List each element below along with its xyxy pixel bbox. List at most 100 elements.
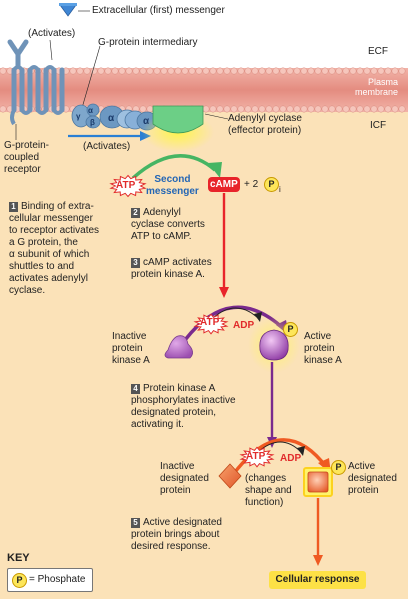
phospholipid-head [0, 67, 7, 75]
kinase-atp-arrowhead [254, 312, 262, 322]
phospholipid-head [97, 67, 105, 75]
phospholipid-head [104, 67, 112, 75]
active-designated-label: Active designated protein [348, 461, 397, 496]
phospholipid-head [335, 67, 343, 75]
phospholipid-head [321, 67, 329, 75]
phospholipid-head [174, 67, 182, 75]
phospholipid-head [370, 105, 378, 113]
phospholipid-head [384, 105, 392, 113]
inactive-kinase-label: Inactive protein kinase A [112, 331, 150, 366]
phospholipid-head [160, 67, 168, 75]
phospholipid-head [216, 105, 224, 113]
active-designated-icon [307, 471, 329, 493]
key-phosphate-icon: P [12, 573, 27, 588]
activates-label-2: (Activates) [83, 141, 131, 152]
key-title: KEY [7, 552, 30, 564]
phospholipid-head [363, 67, 371, 75]
phospholipid-head [265, 105, 273, 113]
phospholipid-head [0, 105, 7, 113]
phospholipid-head [286, 67, 294, 75]
activates-1-leader [49, 39, 53, 61]
cyclase-leader [204, 113, 229, 120]
step-1-text: Binding of extra- cellular messenger to … [9, 201, 100, 296]
activates-label-1: (Activates) [28, 28, 76, 39]
phospholipid-head [398, 67, 406, 75]
phospholipid-head [342, 67, 350, 75]
phospholipid-head [244, 105, 252, 113]
phospholipid-head [349, 105, 357, 113]
step-4-number: 4 [131, 384, 140, 394]
atp-label-2: ATP [200, 317, 220, 328]
phospholipid-head [209, 105, 217, 113]
phospholipid-head [370, 67, 378, 75]
phospholipid-head [349, 67, 357, 75]
cellular-response-badge: Cellular response [269, 571, 366, 589]
phospholipid-head [293, 67, 301, 75]
pi-subscript: i [279, 185, 281, 194]
plus-two-label: + 2 [244, 179, 259, 190]
phospholipid-head [132, 67, 140, 75]
phospholipid-head [83, 67, 91, 75]
second-messenger-label: Second messenger [146, 174, 199, 197]
phospholipid-head [146, 67, 154, 75]
phospholipid-head [69, 67, 77, 75]
camp-label: cAMP [210, 179, 238, 190]
alpha-label-small: α [88, 106, 93, 115]
phospholipid-head [272, 67, 280, 75]
phospholipid-head [111, 67, 119, 75]
phosphate-icon-3: P [331, 460, 346, 475]
active-kinase-label: Active protein kinase A [304, 331, 342, 366]
icf-label: ICF [370, 120, 387, 131]
phospholipid-head [76, 67, 84, 75]
phospholipid-head [216, 67, 224, 75]
key-box: P = Phosphate [7, 568, 93, 592]
icf-region [0, 112, 408, 599]
g-protein-leader [81, 45, 101, 109]
atp-label-1: ATP [116, 180, 136, 191]
phospholipid-head [202, 105, 210, 113]
phospholipid-head [188, 67, 196, 75]
camp-arrowhead [219, 287, 229, 298]
step-3-number: 3 [131, 258, 140, 268]
atp-burst-2 [193, 313, 229, 335]
phospholipid-head [258, 67, 266, 75]
atp-burst-3 [239, 446, 275, 468]
phosphate-icon-1: P [264, 177, 279, 192]
changes-shape-label: (changes shape and function) [245, 473, 292, 508]
phospholipid-head [209, 67, 217, 75]
atp-burst-1 [109, 174, 147, 198]
adp-label-1: ADP [233, 320, 255, 331]
phospholipid-head [251, 67, 259, 75]
phospholipid-head [328, 67, 336, 75]
designated-atp-arrowhead [297, 446, 305, 456]
phospholipid-head [237, 105, 245, 113]
phospholipid-head [314, 105, 322, 113]
phospholipid-head [391, 67, 399, 75]
phospholipid-head [279, 67, 287, 75]
phospholipid-head [307, 67, 315, 75]
phospholipid-head [237, 67, 245, 75]
phospholipid-head [167, 67, 175, 75]
phospholipid-head [244, 67, 252, 75]
phospholipid-head [286, 105, 294, 113]
phospholipid-head [139, 105, 147, 113]
phospholipid-head [321, 105, 329, 113]
phospholipid-head [230, 67, 238, 75]
inactive-designated-icon [218, 463, 242, 489]
phospholipid-head [223, 105, 231, 113]
step-5-number: 5 [131, 518, 140, 528]
phospholipid-head [377, 67, 385, 75]
step-4-text: Protein kinase A phosphorylates inactive… [131, 383, 236, 430]
gamma-label: γ [76, 112, 81, 121]
atp-label-3: ATP [246, 451, 266, 462]
phospholipid-head [272, 105, 280, 113]
phospholipid-head [293, 105, 301, 113]
g-protein-intermediary-label: G-protein intermediary [98, 37, 198, 48]
adp-label-2: ADP [280, 453, 302, 464]
phosphate-icon-2: P [283, 322, 298, 337]
phospholipid-head [391, 105, 399, 113]
